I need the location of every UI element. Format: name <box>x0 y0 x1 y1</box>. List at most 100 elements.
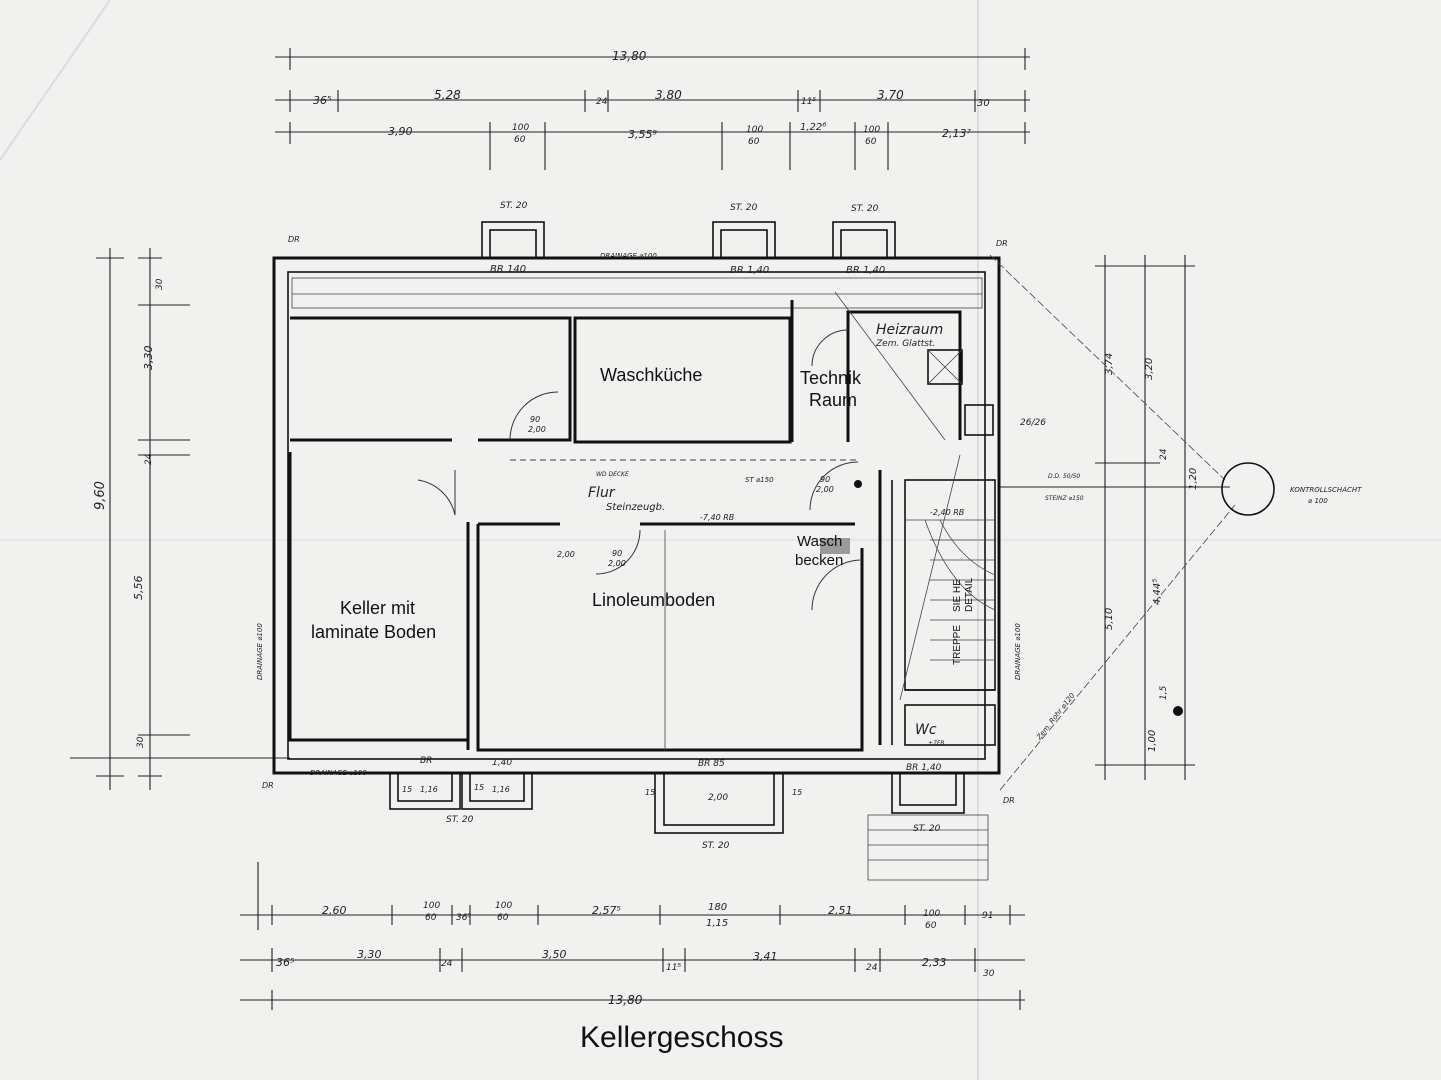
dim-bottom: 2,51 <box>828 904 853 917</box>
room-flur-floor: Steinzeugb. <box>606 502 665 513</box>
dim-bottom: 2,57⁵ <box>592 904 621 917</box>
label-drainage: DRAINAGE ⌀100 <box>310 769 367 777</box>
label-door: 90 <box>820 475 830 484</box>
label-dr: DR <box>262 781 274 790</box>
dim-top: 60 <box>865 137 877 147</box>
top-dimensions <box>275 48 1030 170</box>
label-br: BR 140 <box>490 264 526 275</box>
label-dim: 2,00 <box>557 550 575 559</box>
dim-bottom: 36⁵ <box>276 956 294 969</box>
dim-top: 1,22⁶ <box>800 122 826 133</box>
label-dim: 15 <box>645 788 655 797</box>
dim-left: 24 <box>144 453 154 465</box>
label-dim: 15 <box>792 788 802 797</box>
door-swings <box>417 329 861 611</box>
label-st20: ST. 20 <box>730 203 758 213</box>
room-heizraum-floor: Zem. Glattst. <box>875 339 935 349</box>
building-walls <box>272 221 1001 881</box>
dim-bottom: 3,41 <box>753 950 778 963</box>
dim-top: 60 <box>514 135 526 145</box>
label-br: BR 85 <box>698 759 725 769</box>
room-waschbecken: Wasch <box>797 533 842 550</box>
paper-fold <box>0 0 111 161</box>
dim-top: 11⁵ <box>801 97 816 107</box>
dim-total-bottom: 13,80 <box>608 993 643 1007</box>
dim-top: 2,13⁷ <box>942 127 971 140</box>
label-drainage: DRAINAGE ⌀100 <box>600 252 657 260</box>
label-dim: 26/26 <box>1020 418 1046 428</box>
dim-bottom: 100 <box>423 901 440 911</box>
dim-bottom: 36⁵ <box>456 913 471 923</box>
label-dim: 1,16 <box>420 785 438 794</box>
label-dr: DR <box>288 235 300 244</box>
dim-right: 24 <box>1159 448 1169 460</box>
dim-left: 3,30 <box>142 346 155 371</box>
dim-right: 4,44⁵ <box>1152 579 1163 605</box>
label-dr: DR <box>996 239 1008 248</box>
dim-bottom: 100 <box>923 909 940 919</box>
dim-bottom: 2,60 <box>322 904 347 917</box>
label-st20: ST. 20 <box>702 841 730 851</box>
bottom-dimensions <box>240 862 1025 1010</box>
label-drainage: DRAINAGE ⌀100 <box>256 623 264 680</box>
room-waschkueche: Waschküche <box>600 365 702 385</box>
dim-bottom: 2,33 <box>922 956 947 969</box>
label-kontrollschacht-d: ⌀ 100 <box>1308 497 1328 505</box>
label-pipe: D.D. 50/50 <box>1048 473 1080 480</box>
dim-right: 1,5 <box>1159 685 1169 700</box>
label-level: +7FB <box>928 740 944 747</box>
label-door: 2,00 <box>608 559 626 568</box>
dim-bottom: 180 <box>708 902 727 913</box>
label-door: 90 <box>612 549 622 558</box>
label-dim: 2,00 <box>708 793 728 803</box>
room-keller: Keller mit <box>340 598 415 618</box>
basin-marker <box>820 538 850 554</box>
dim-right: 1,00 <box>1147 730 1158 752</box>
label-st20: ST. 20 <box>500 201 528 211</box>
dim-bottom: 24 <box>866 963 878 973</box>
inspection-chamber <box>1221 462 1275 516</box>
dim-right: 3,74 <box>1104 353 1115 375</box>
label-pipe: ST ⌀150 <box>745 476 774 484</box>
dim-right: 3,20 <box>1144 358 1155 380</box>
dim-top: 100 <box>863 125 880 135</box>
left-dimensions <box>70 248 290 790</box>
label-kontrollschacht: KONTROLLSCHACHT <box>1290 486 1362 494</box>
dim-right: 5,10 <box>1104 608 1115 630</box>
label-level: -2,40 RB <box>930 508 964 517</box>
room-wc: Wc <box>915 722 937 738</box>
room-technik: Technik <box>800 368 862 388</box>
dim-total-top: 13,80 <box>612 49 647 63</box>
label-wd: WD DECKE <box>596 471 629 478</box>
right-dimensions <box>1000 255 1230 780</box>
label-dim: 15 <box>402 785 412 794</box>
dim-bottom: 91 <box>982 911 993 921</box>
label-br: BR 1,40 <box>846 265 885 276</box>
room-heizraum: Heizraum <box>876 322 943 338</box>
label-br: BR 1,40 <box>906 763 942 773</box>
label-br: BR 1,40 <box>730 265 769 276</box>
dim-left: 9,60 <box>93 481 108 510</box>
dim-bottom: 100 <box>495 901 512 911</box>
stair-detail: DETAIL <box>964 577 975 612</box>
dim-top: 3,70 <box>877 88 904 102</box>
room-flur: Flur <box>588 485 616 501</box>
dim-right: 1,20 <box>1188 468 1199 490</box>
label-dim: 15 <box>474 783 484 792</box>
label-door: 2,00 <box>816 485 834 494</box>
label-door: 90 <box>530 415 540 424</box>
dim-top: 60 <box>748 137 760 147</box>
label-br: 1,40 <box>492 758 512 768</box>
label-door: 2,00 <box>528 425 546 434</box>
dim-bottom: 30 <box>983 969 995 979</box>
stair-label: TREPPE <box>952 625 963 665</box>
dim-bottom: 24 <box>441 959 453 969</box>
dim-top: 36⁵ <box>313 94 331 107</box>
drainage-lines <box>834 254 1275 791</box>
label-pipe: Zem. Rohr ⌀120 <box>1035 691 1077 742</box>
dim-bottom: 1,15 <box>706 918 728 929</box>
label-drainage: DRAINAGE ⌀100 <box>1014 623 1022 680</box>
room-waschbecken-2: becken <box>795 552 843 569</box>
dim-top: 3,80 <box>655 88 682 102</box>
